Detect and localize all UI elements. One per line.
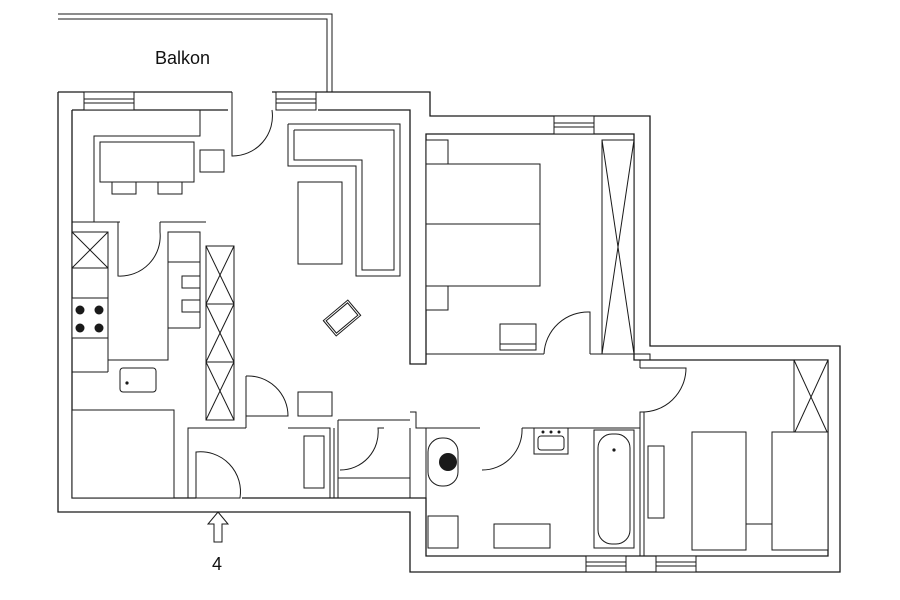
bedroom2-furniture bbox=[647, 359, 829, 551]
living-furniture bbox=[287, 123, 401, 489]
balcony-label: Balkon bbox=[155, 48, 210, 68]
balcony-railing bbox=[58, 13, 333, 92]
entrance-arrow-icon bbox=[206, 511, 230, 543]
bedroom1-furniture bbox=[425, 139, 635, 355]
windows bbox=[83, 91, 697, 573]
door-swings bbox=[117, 92, 687, 499]
entrance-number: 4 bbox=[212, 554, 222, 574]
bathroom-fixtures bbox=[427, 427, 635, 549]
kitchen-furniture bbox=[71, 141, 235, 499]
